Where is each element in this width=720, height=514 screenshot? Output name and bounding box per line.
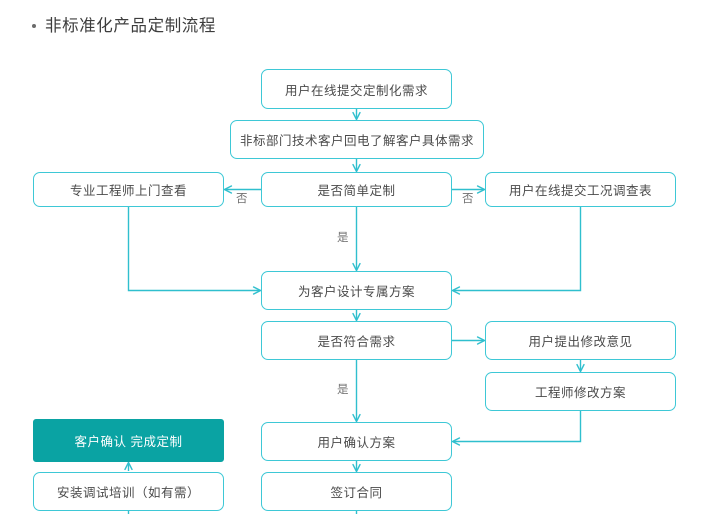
node-label: 客户确认 完成定制: [74, 435, 183, 449]
edge-n5-n6: [451, 207, 582, 295]
node-label: 为客户设计专属方案: [297, 285, 415, 299]
edge-n9-n10: [451, 411, 582, 446]
node-engineer-onsite[interactable]: 专业工程师上门查看: [33, 172, 224, 207]
node-user-submit-request[interactable]: 用户在线提交定制化需求: [261, 69, 452, 109]
node-label: 用户提出修改意见: [528, 335, 633, 349]
node-install-debug-training[interactable]: 安装调试培训（如有需）: [33, 472, 224, 511]
node-label: 用户在线提交工况调查表: [508, 184, 652, 198]
node-customer-confirm-complete[interactable]: 客户确认 完成定制: [33, 419, 224, 462]
node-submit-survey-form[interactable]: 用户在线提交工况调查表: [485, 172, 676, 207]
page-title: 非标准化产品定制流程: [32, 18, 216, 35]
edge-label-yes-upper: 是: [337, 232, 349, 244]
node-sign-contract[interactable]: 签订合同: [261, 472, 452, 511]
node-label: 是否简单定制: [317, 184, 396, 198]
edge-n4-n6: [127, 207, 262, 295]
node-label: 是否符合需求: [317, 335, 396, 349]
node-label: 签订合同: [330, 486, 383, 500]
node-label: 用户确认方案: [317, 436, 396, 450]
node-label: 工程师修改方案: [534, 386, 626, 400]
node-decision-simple-custom[interactable]: 是否简单定制: [261, 172, 452, 207]
edge-label-no-right: 否: [462, 193, 474, 205]
node-decision-meets-needs[interactable]: 是否符合需求: [261, 321, 452, 360]
node-label: 非标部门技术客户回电了解客户具体需求: [239, 134, 474, 148]
node-label: 用户在线提交定制化需求: [284, 83, 428, 98]
node-label: 专业工程师上门查看: [69, 184, 187, 198]
node-engineer-revise[interactable]: 工程师修改方案: [485, 372, 676, 411]
bullet-icon: [32, 24, 36, 29]
node-label: 安装调试培训（如有需）: [56, 486, 200, 500]
node-user-confirm-solution[interactable]: 用户确认方案: [261, 422, 452, 461]
node-design-solution[interactable]: 为客户设计专属方案: [261, 271, 452, 310]
node-dept-callback[interactable]: 非标部门技术客户回电了解客户具体需求: [230, 120, 484, 159]
edge-label-yes-lower: 是: [337, 384, 349, 396]
page-title-text: 非标准化产品定制流程: [45, 17, 216, 35]
node-user-feedback[interactable]: 用户提出修改意见: [485, 321, 676, 360]
edge-label-no-left: 否: [236, 193, 248, 205]
